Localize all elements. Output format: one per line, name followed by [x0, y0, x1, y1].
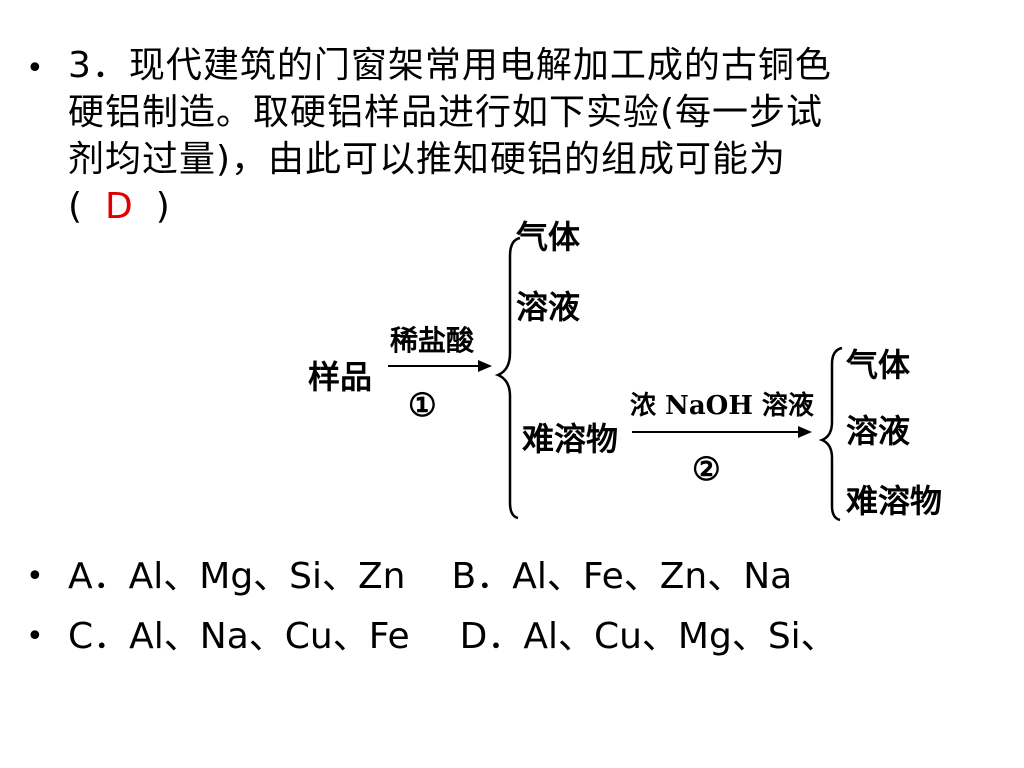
option-row-2: C．Al、Na、Cu、Fe D．Al、Cu、Mg、Si、: [68, 614, 837, 660]
answer-line: ( D): [68, 183, 1008, 230]
sample-label: 样品: [308, 358, 372, 396]
option-row-2-bullet: •: [26, 619, 44, 654]
option-d: D．Al、Cu、Mg、Si、: [459, 616, 837, 657]
branch-1-insoluble: 难溶物: [522, 420, 618, 458]
step-1-label: ①: [408, 386, 437, 424]
option-a: A．Al、Mg、Si、Zn: [68, 556, 406, 597]
option-row-1: A．Al、Mg、Si、Zn B．Al、Fe、Zn、Na: [68, 554, 792, 600]
answer-text: D: [105, 186, 134, 227]
reagent-2-label: 浓 NaOH 溶液: [630, 390, 814, 421]
experiment-flow-diagram: 样品 稀盐酸 ① 气体 溶液 难溶物 浓 NaOH 溶液 ② 气体 溶液 难溶物: [308, 218, 942, 522]
question-text: 3．现代建筑的门窗架常用电解加工成的古铜色 硬铝制造。取硬铝样品进行如下实验(每…: [68, 42, 1008, 230]
close-paren: ): [155, 186, 171, 227]
brace-1: [494, 236, 521, 520]
branch-1-gas: 气体: [516, 218, 580, 256]
question-line-2: 硬铝制造。取硬铝样品进行如下实验(每一步试: [68, 92, 824, 133]
open-paren: (: [68, 186, 84, 227]
question-line-3: 剂均过量)，由此可以推知硬铝的组成可能为: [68, 139, 787, 180]
reagent-1-label: 稀盐酸: [390, 324, 475, 357]
arrow-2-head: [798, 426, 812, 438]
option-c: C．Al、Na、Cu、Fe: [68, 616, 410, 657]
question-bullet: •: [26, 51, 44, 86]
branch-2-insoluble: 难溶物: [846, 482, 942, 520]
brace-2: [818, 346, 843, 522]
arrow-1-head: [478, 360, 492, 372]
step-2-label: ②: [692, 450, 721, 488]
option-row-1-bullet: •: [26, 559, 44, 594]
branch-2-gas: 气体: [846, 346, 910, 384]
branch-1-solution: 溶液: [516, 288, 580, 326]
branch-2-solution: 溶液: [846, 412, 910, 450]
question-line-1: 3．现代建筑的门窗架常用电解加工成的古铜色: [68, 45, 832, 86]
option-b: B．Al、Fe、Zn、Na: [451, 556, 793, 597]
